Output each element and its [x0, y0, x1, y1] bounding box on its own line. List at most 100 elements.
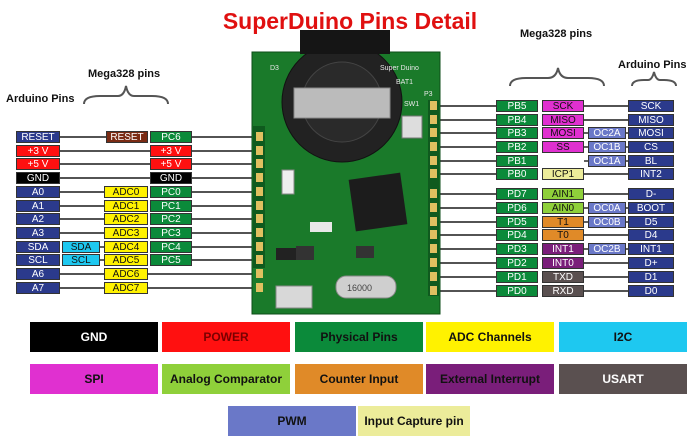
left-port-pin: PC1 [150, 200, 192, 212]
right-pwm-pin: OC2B [588, 243, 626, 255]
switch [401, 115, 423, 139]
crystal-label: 16000 [347, 283, 372, 293]
right-arduino-pin: CS [628, 141, 674, 153]
right-arduino-pin: BOOT [628, 202, 674, 214]
legend-item: SPI [30, 364, 158, 394]
right-arduino-pin: D- [628, 188, 674, 200]
left-mega-pin: GND [150, 172, 192, 184]
right-port-pin: PB5 [496, 100, 538, 112]
left-port-pin: PC6 [150, 131, 192, 143]
atmega328-chip [348, 172, 408, 232]
header-pin [256, 146, 263, 155]
right-arduino-pin: MISO [628, 114, 674, 126]
legend-item: Analog Comparator [162, 364, 290, 394]
right-arduino-pin: D4 [628, 229, 674, 241]
header-pin [430, 101, 437, 110]
left-arduino-pin: SDA [16, 241, 60, 253]
right-arduino-pin: D5 [628, 216, 674, 228]
left-port-pin: PC5 [150, 254, 192, 266]
header-pin [430, 272, 437, 281]
header-pin [430, 217, 437, 226]
right-port-pin: PD4 [496, 229, 538, 241]
left-arduino-pin: A0 [16, 186, 60, 198]
right-func-pin: RXD [542, 285, 584, 297]
right-port-pin: PD3 [496, 243, 538, 255]
header-pin [256, 228, 263, 237]
header-pin [256, 187, 263, 196]
left-adc-pin: ADC5 [104, 254, 148, 266]
header-pin [256, 269, 263, 278]
left-port-pin: PC2 [150, 213, 192, 225]
left-adc-pin: ADC7 [104, 282, 148, 294]
right-port-pin: PB2 [496, 141, 538, 153]
header-pin [256, 159, 263, 168]
right-port-pin: PB1 [496, 155, 538, 167]
header-pin [256, 173, 263, 182]
legend-item: ADC Channels [426, 322, 554, 352]
header-pin [430, 203, 437, 212]
left-adc-pin: ADC6 [104, 268, 148, 280]
right-arduino-pin: D+ [628, 257, 674, 269]
header-pin [430, 189, 437, 198]
crystal [335, 275, 397, 299]
right-pwm-pin: OC2A [588, 127, 626, 139]
right-func-pin: MOSI [542, 127, 584, 139]
usb-connector [275, 285, 313, 309]
header-pin [430, 156, 437, 165]
header-pin [256, 214, 263, 223]
right-port-pin: PB4 [496, 114, 538, 126]
left-mega-pin: +5 V [150, 158, 192, 170]
header-pin [256, 242, 263, 251]
bracket-mega-right [509, 67, 605, 87]
right-func-pin: SCK [542, 100, 584, 112]
header-pin [430, 230, 437, 239]
right-arduino-pin: D1 [628, 271, 674, 283]
legend-item: Input Capture pin [358, 406, 470, 436]
right-arduino-pin: D0 [628, 285, 674, 297]
right-func-pin: MISO [542, 114, 584, 126]
left-adc-pin: ADC2 [104, 213, 148, 225]
left-arduino-pin: A7 [16, 282, 60, 294]
right-arduino-pin: MOSI [628, 127, 674, 139]
left-arduino-pin: A1 [16, 200, 60, 212]
header-arduino-right: Arduino Pins [618, 59, 687, 71]
right-pwm-pin: OC1A [588, 155, 626, 167]
right-func-pin: SS [542, 141, 584, 153]
left-arduino-pin: SCL [16, 254, 60, 266]
left-adc-pin: ADC0 [104, 186, 148, 198]
legend-item: Counter Input [295, 364, 423, 394]
right-func-pin: INT0 [542, 257, 584, 269]
right-func-pin: ICP1 [542, 168, 584, 180]
left-i2c-pin: SCL [62, 254, 100, 266]
header-pin [430, 244, 437, 253]
header-pin [430, 115, 437, 124]
header-arduino-left: Arduino Pins [6, 93, 75, 105]
left-arduino-pin: A2 [16, 213, 60, 225]
right-arduino-pin: INT2 [628, 168, 674, 180]
header-mega-right: Mega328 pins [520, 28, 593, 40]
legend-item: USART [559, 364, 687, 394]
header-pin [430, 258, 437, 267]
left-mega-pin: +3 V [150, 145, 192, 157]
legend-item: Physical Pins [295, 322, 423, 352]
right-func-pin: TXD [542, 271, 584, 283]
legend-item: POWER [162, 322, 290, 352]
right-arduino-pin: SCK [628, 100, 674, 112]
left-arduino-pin: +3 V [16, 145, 60, 157]
left-adc-pin: ADC1 [104, 200, 148, 212]
right-port-pin: PD6 [496, 202, 538, 214]
header-mega-left: Mega328 pins [88, 68, 161, 80]
header-pin [256, 132, 263, 141]
left-arduino-pin: +5 V [16, 158, 60, 170]
silk-bat: BAT1 [396, 79, 413, 86]
legend-item: GND [30, 322, 158, 352]
right-pwm-pin: OC0A [588, 202, 626, 214]
pin-wires [60, 105, 628, 292]
right-pwm-pin: OC1B [588, 141, 626, 153]
left-port-pin: PC0 [150, 186, 192, 198]
right-port-pin: PB3 [496, 127, 538, 139]
left-port-pin: PC4 [150, 241, 192, 253]
right-port-pin: PD1 [496, 271, 538, 283]
